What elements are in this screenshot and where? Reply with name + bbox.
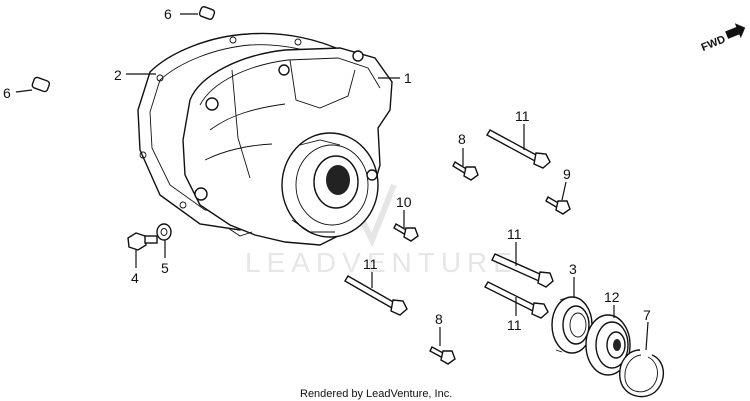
oil-seal-part-3 xyxy=(551,296,593,354)
fwd-direction-marker: FWD xyxy=(700,23,746,54)
callout-11-mid: 11 xyxy=(507,226,522,242)
callout-9: 9 xyxy=(563,166,571,182)
bolt-part-9 xyxy=(545,196,571,215)
long-bolt-11-upper xyxy=(486,129,551,169)
leader-7 xyxy=(645,321,649,351)
callout-12: 12 xyxy=(604,289,620,305)
callout-11-lower: 11 xyxy=(507,317,522,333)
fwd-arrow-icon xyxy=(725,23,746,39)
dowel-pin-upper xyxy=(198,6,216,20)
long-bolt-11-mid xyxy=(491,253,554,288)
callout-8-lower: 8 xyxy=(435,311,443,327)
callout-6-upper: 6 xyxy=(164,6,172,22)
circlip-part-7 xyxy=(619,349,664,398)
ball-bearing-part-12 xyxy=(585,314,631,376)
callout-1: 1 xyxy=(404,70,412,86)
bolt-part-8-upper xyxy=(452,161,479,181)
bolt-part-10 xyxy=(393,223,419,242)
footer-credit: Rendered by LeadVenture, Inc. xyxy=(300,388,452,400)
flange-bolt-part-4 xyxy=(127,232,158,251)
watermark-text: LEADVENTURE xyxy=(245,247,518,278)
leader-9 xyxy=(561,181,567,201)
callout-2: 2 xyxy=(114,67,122,83)
callout-5: 5 xyxy=(161,260,169,276)
callout-6-left: 6 xyxy=(3,85,11,101)
callout-3: 3 xyxy=(569,261,577,277)
leader-6b xyxy=(15,89,33,93)
callout-11-upper: 11 xyxy=(515,108,530,124)
callout-11-left: 11 xyxy=(363,256,378,272)
callout-8-upper: 8 xyxy=(458,131,466,147)
dowel-pin-left xyxy=(31,76,51,93)
long-bolt-11-lower xyxy=(484,281,549,319)
callout-4: 4 xyxy=(131,270,139,286)
long-bolt-11-left xyxy=(344,275,408,316)
washer-part-5 xyxy=(156,223,172,241)
fwd-label: FWD xyxy=(700,33,728,54)
side-cover-part-1 xyxy=(182,47,393,246)
callout-7: 7 xyxy=(643,307,651,323)
callout-10: 10 xyxy=(396,194,412,210)
bolt-part-8-lower xyxy=(429,346,456,365)
